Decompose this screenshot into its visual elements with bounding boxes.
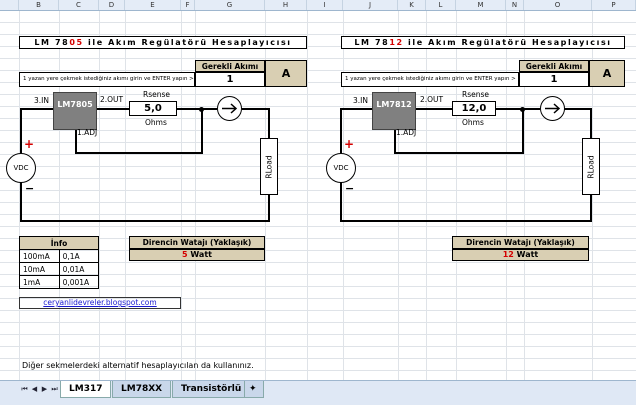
column-c[interactable]: C <box>59 0 99 10</box>
left-instruction: 1 yazan yere çekmek istediğiniz akımı gi… <box>19 72 195 87</box>
last-sheet-icon[interactable]: ⏭ <box>51 385 58 393</box>
left-power-value-cell: 5 Watt <box>129 249 265 261</box>
tab-transistorlu[interactable]: Transistörlü <box>172 381 251 398</box>
right-regulator-ic: LM7812 <box>372 92 416 130</box>
info-cell: 0,001A <box>58 275 100 289</box>
left-title-pre: LM 78 <box>34 38 70 47</box>
left-plus-sign: + <box>24 137 35 151</box>
left-title-model: 05 <box>69 38 84 47</box>
right-title: LM 7812 ile Akım Regülatörü Hesaplayıcıs… <box>341 36 625 49</box>
left-title-post: ile Akım Regülatörü Hesaplayıcısı <box>83 38 292 47</box>
column-g[interactable]: G <box>195 0 265 10</box>
right-current-input[interactable]: 1 <box>519 72 589 87</box>
left-regulator-ic: LM7805 <box>53 92 97 130</box>
right-power-value-cell: 12 Watt <box>452 249 589 261</box>
select-all-corner[interactable] <box>0 0 19 10</box>
left-rsense-value: 5,0 <box>129 101 177 116</box>
info-cell: 100mA <box>19 249 60 263</box>
first-sheet-icon[interactable]: ⏮ <box>21 385 28 393</box>
left-junction-dot <box>199 107 204 112</box>
right-pin-out: 2.OUT <box>420 95 444 104</box>
column-l[interactable]: L <box>426 0 456 10</box>
right-ohms-label: Ohms <box>462 118 484 127</box>
tab-lm317[interactable]: LM317 <box>60 381 112 398</box>
left-title: LM 7805 ile Akım Regülatörü Hesaplayıcıs… <box>19 36 307 49</box>
column-h[interactable]: H <box>265 0 307 10</box>
next-sheet-icon[interactable]: ▶ <box>41 385 48 393</box>
left-power-unit: Watt <box>187 250 212 259</box>
column-b[interactable]: B <box>19 0 59 10</box>
right-rsense-label: Rsense <box>462 90 490 99</box>
right-instruction: 1 yazan yere çekmek istediğiniz akımı gi… <box>341 72 519 87</box>
right-title-post: ile Akım Regülatörü Hesaplayıcısı <box>403 38 612 47</box>
info-cell: 10mA <box>19 262 60 276</box>
right-current-header: Gerekli Akımı gir <box>519 60 589 82</box>
column-m[interactable]: M <box>456 0 506 10</box>
left-pin-in: 3.IN <box>34 96 49 105</box>
left-current-input[interactable]: 1 <box>195 72 265 87</box>
right-title-model: 12 <box>389 38 404 47</box>
right-pin-adj: 1.ADJ <box>396 128 417 137</box>
left-pin-adj: 1.ADJ <box>77 128 98 137</box>
right-minus-sign: − <box>345 182 355 195</box>
left-current-header: Gerekli Akımı gir <box>195 60 265 82</box>
right-power-header: Direncin Watajı (Yaklaşık) <box>452 236 589 249</box>
insert-sheet-icon[interactable]: ✦ <box>244 381 264 398</box>
tab-lm78xx[interactable]: LM78XX <box>112 381 172 398</box>
left-pin-out: 2.OUT <box>100 95 124 104</box>
right-title-pre: LM 78 <box>354 38 390 47</box>
column-d[interactable]: D <box>99 0 125 10</box>
right-unit: A <box>589 60 625 87</box>
column-j[interactable]: J <box>343 0 398 10</box>
info-cell: 0,1A <box>58 249 100 263</box>
blog-link[interactable]: ceryanlidevreler.blogspot.com <box>19 297 181 309</box>
info-header: İnfo <box>19 236 99 250</box>
right-rsense-value: 12,0 <box>452 101 496 116</box>
left-load-resistor: RLoad <box>260 138 278 195</box>
left-unit: A <box>265 60 307 87</box>
column-k[interactable]: K <box>398 0 426 10</box>
left-ohms-label: Ohms <box>145 118 167 127</box>
column-f[interactable]: F <box>181 0 195 10</box>
prev-sheet-icon[interactable]: ◀ <box>31 385 38 393</box>
left-voltage-source-icon: VDC <box>6 153 36 183</box>
column-e[interactable]: E <box>125 0 181 10</box>
column-p[interactable]: P <box>592 0 636 10</box>
info-cell: 1mA <box>19 275 60 289</box>
column-o[interactable]: O <box>524 0 592 10</box>
right-power-value: 12 <box>502 250 514 259</box>
column-n[interactable]: N <box>506 0 524 10</box>
left-rsense-label: Rsense <box>143 90 171 99</box>
footer-note: Diğer sekmelerdeki alternatif hesaplayıc… <box>22 361 254 370</box>
left-ammeter-icon <box>217 96 242 121</box>
right-voltage-source-icon: VDC <box>326 153 356 183</box>
info-cell: 0,01A <box>58 262 100 276</box>
right-pin-in: 3.IN <box>353 96 368 105</box>
left-power-value: 5 <box>182 250 188 259</box>
left-minus-sign: − <box>25 182 35 195</box>
right-load-resistor: RLoad <box>582 138 600 195</box>
column-header-bar: B C D E F G H I J K L M N O P <box>0 0 636 11</box>
column-i[interactable]: I <box>307 0 343 10</box>
right-plus-sign: + <box>344 137 355 151</box>
right-junction-dot <box>520 107 525 112</box>
right-ammeter-icon <box>540 96 565 121</box>
sheet-tab-bar: ⏮ ◀ ▶ ⏭ LM317 LM78XX Transistörlü ✦ <box>0 380 636 405</box>
right-power-unit: Watt <box>513 250 539 259</box>
left-power-header: Direncin Watajı (Yaklaşık) <box>129 236 265 249</box>
